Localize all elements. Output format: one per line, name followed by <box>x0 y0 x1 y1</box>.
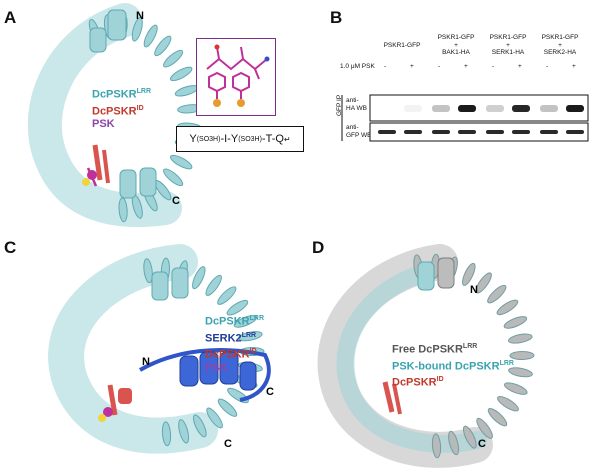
psk-treatment-label: 1.0 μM PSK <box>340 63 375 70</box>
lrr-strand <box>205 274 222 296</box>
lrr-strand <box>131 17 143 42</box>
treatment-sign: + <box>518 63 522 70</box>
group-label-3: PSKR1-GFP+SERK1-HA <box>489 34 527 56</box>
lrr-strand <box>178 419 190 444</box>
panel-letter-d: D <box>312 238 325 257</box>
group-label-4: PSKR1-GFP+SERK2-HA <box>541 34 579 56</box>
lrr-strand <box>161 421 172 447</box>
treatment-sign: + <box>464 63 468 70</box>
lrr-strand <box>143 24 158 48</box>
lrr-strand <box>431 433 442 459</box>
lrr-strand <box>143 258 153 284</box>
row-label-ha: anti-HA WB <box>346 97 367 112</box>
treatment-sign: + <box>410 63 414 70</box>
lrr-strand <box>496 299 519 316</box>
legend-c-item-2: SERK2LRR <box>205 331 257 345</box>
ha-band <box>378 105 396 112</box>
legend-c-item-3: DcPSKRID <box>205 348 257 361</box>
panel-c-n-terminus: N <box>142 356 150 368</box>
panel-d-legend: Free DcPSKRLRR PSK-bound DcPSKRLRR DcPSK… <box>392 340 514 390</box>
lrr-strand <box>226 299 249 316</box>
lrr-strand <box>118 197 128 223</box>
treatment-sign: - <box>438 63 441 70</box>
lrr-strand <box>217 286 237 305</box>
group-label-1: PSKR1-GFP <box>383 42 421 49</box>
treatment-sign: + <box>572 63 576 70</box>
treatment-sign: - <box>384 63 387 70</box>
lrr-strand <box>217 398 238 417</box>
panel-letter-a: A <box>4 8 17 27</box>
treatment-sign: - <box>546 63 549 70</box>
panel-letter-c: C <box>4 238 17 257</box>
lrr-strand <box>462 262 476 286</box>
lrr-strand <box>169 66 193 82</box>
lrr-strand <box>487 408 508 427</box>
panel-c-legend: DcPSKRLRR SERK2LRR DcPSKRID PSK <box>205 312 264 375</box>
lrr-strand <box>163 49 184 68</box>
lrr-strand <box>497 395 519 412</box>
ha-band <box>458 105 476 112</box>
lrr-strand <box>206 407 223 429</box>
legend-d-item-3: DcPSKRID <box>392 376 444 389</box>
psk-molecule-box <box>196 38 276 116</box>
psk-sequence-box: Y(SO3H)-I-Y(SO3H)-T-Q↵ <box>176 126 304 152</box>
legend-a-item-2: DcPSKRID <box>92 104 144 118</box>
lrr-strand <box>169 154 193 170</box>
ha-band <box>432 105 450 112</box>
panel-c-c-terminus-serk: C <box>266 386 274 398</box>
lrr-strand <box>476 417 493 439</box>
gfp-band <box>512 130 530 134</box>
gfp-band <box>566 130 584 134</box>
lrr-strand <box>154 35 172 57</box>
blot-gfp-frame <box>369 122 589 142</box>
legend-a-item-1: DcPSKRLRR <box>92 88 152 101</box>
gfp-band <box>540 130 558 134</box>
gfp-band <box>404 130 422 134</box>
legend-a-item-3: PSK <box>92 118 115 131</box>
legend-d-item-1: Free DcPSKRLRR <box>392 343 478 356</box>
ha-band <box>566 105 584 112</box>
legend-d-item-2: PSK-bound DcPSKRLRR <box>392 359 514 373</box>
panel-d-c-terminus: C <box>478 438 486 450</box>
panel-d-n-terminus: N <box>470 284 478 296</box>
lrr-strand <box>509 350 535 361</box>
lrr-strand <box>462 425 477 449</box>
gfp-band <box>458 130 476 134</box>
lrr-strand <box>503 316 528 329</box>
gfp-band <box>378 130 396 134</box>
ha-band <box>512 105 530 112</box>
lrr-strand <box>192 266 206 290</box>
panel-c-c-terminus-pskr: C <box>224 438 232 450</box>
psk-molecule-drawing <box>206 44 270 107</box>
lrr-strand <box>487 284 507 304</box>
row-label-gfp: anti-GFP WB <box>346 124 372 139</box>
panel-letter-b: B <box>330 8 343 27</box>
lrr-strand <box>192 414 207 438</box>
lrr-strand <box>448 430 460 456</box>
panel-a-c-terminus: C <box>172 195 180 207</box>
ha-band <box>404 105 422 112</box>
lrr-strand <box>507 333 533 344</box>
lrr-strand <box>163 168 184 187</box>
legend-c-item-4: PSK <box>205 361 228 374</box>
group-label-2: PSKR1-GFP+BAK1-HA <box>437 34 475 56</box>
lrr-strand <box>237 331 263 342</box>
lrr-strand <box>508 367 533 378</box>
lrr-strand <box>233 315 258 328</box>
gfp-band <box>486 130 504 134</box>
treatment-sign: - <box>492 63 495 70</box>
ha-band <box>486 105 504 112</box>
panel-a-legend: DcPSKRLRR DcPSKRID PSK <box>92 85 151 131</box>
legend-c-item-1: DcPSKRLRR <box>205 315 265 328</box>
panel-a-n-terminus: N <box>136 10 144 22</box>
ha-band <box>540 105 558 112</box>
lrr-strand <box>475 272 492 294</box>
gfp-band <box>432 130 450 134</box>
lrr-strand <box>504 382 528 395</box>
